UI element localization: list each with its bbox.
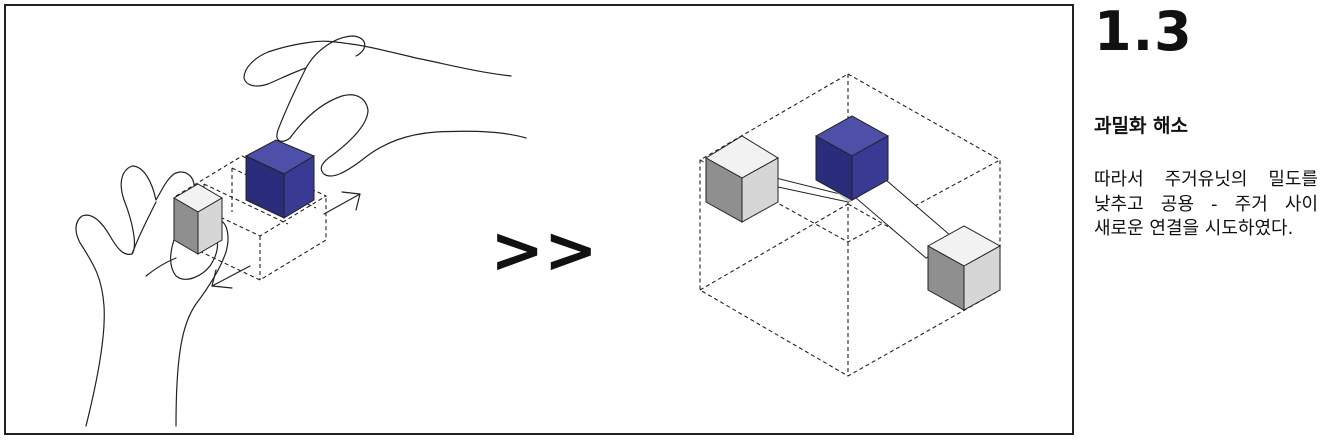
spread-out-cubes-illustration bbox=[699, 73, 1002, 377]
grey-cube-left-right bbox=[741, 157, 779, 223]
section-number: 1.3 bbox=[1094, 0, 1193, 63]
bottom-hand-outline bbox=[75, 165, 229, 427]
hands-pulling-cubes-illustration bbox=[75, 35, 527, 427]
pull-right-arrow-icon bbox=[323, 191, 361, 215]
blue-cube-right bbox=[851, 135, 889, 201]
illustration-frame: >> bbox=[4, 4, 1074, 435]
transition-symbol: >> bbox=[490, 214, 597, 288]
section-heading: 과밀화 해소 bbox=[1094, 115, 1189, 137]
grey-cube-right bbox=[197, 197, 223, 255]
section-body-text: 따라서 주거유닛의 밀도를 낮추고 공용 - 주거 사이 새로운 연결을 시도하… bbox=[1094, 169, 1318, 239]
blue-cube-right bbox=[283, 155, 315, 219]
grey-cube-right-right bbox=[963, 245, 1001, 311]
pull-left-arrow-icon bbox=[211, 265, 251, 289]
density-reduction-diagram: >> bbox=[75, 35, 1002, 427]
top-hand-outline bbox=[243, 40, 527, 177]
